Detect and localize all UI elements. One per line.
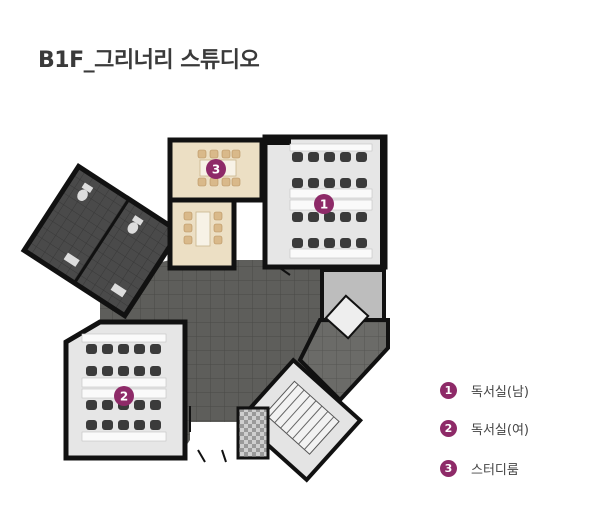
legend-label: 독서실(여) [471, 422, 529, 438]
restroom-block [20, 163, 183, 320]
room-marker-2[interactable]: 2 [114, 386, 134, 406]
map-legend: 1 독서실(남) 2 독서실(여) 3 스터디룸 [440, 380, 529, 496]
legend-label: 스터디룸 [471, 462, 519, 478]
legend-badge: 3 [440, 459, 457, 477]
page-title: B1F_그리너리 스튜디오 [38, 48, 260, 73]
legend-item-reading-room-female: 2 독서실(여) [440, 418, 529, 438]
elevator-stair-block [236, 268, 390, 483]
room-marker-1[interactable]: 1 [314, 194, 334, 214]
room-marker-3[interactable]: 3 [206, 159, 226, 179]
legend-item-reading-room-male: 1 독서실(남) [440, 380, 529, 400]
marker-1-label: 1 [320, 198, 328, 212]
legend-item-study-room: 3 스터디룸 [440, 458, 529, 478]
legend-badge: 2 [440, 419, 457, 437]
legend-label: 독서실(남) [471, 384, 529, 400]
legend-badge: 1 [440, 381, 457, 399]
toilet-icon [63, 182, 144, 298]
door-marks [189, 267, 291, 463]
marker-3-label: 3 [212, 163, 220, 177]
marker-2-label: 2 [120, 390, 128, 404]
